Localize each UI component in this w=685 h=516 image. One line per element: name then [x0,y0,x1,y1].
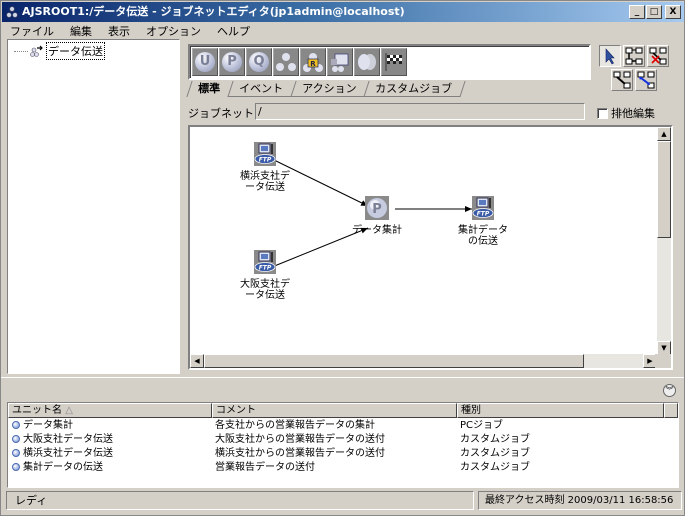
jobnet-editor-pane: U P Q R 標準 [183,39,678,375]
minimize-button[interactable]: _ [629,5,645,19]
or-job-icon[interactable] [354,48,380,76]
relation-line-tool-button[interactable] [611,69,633,91]
table-row[interactable]: 大阪支社データ伝送 大阪支社からの営業報告データの送付 カスタムジョブ [8,433,678,447]
pc-job-icon[interactable]: P [219,48,245,76]
status-bar: レディ 最終アクセス時刻 2009/03/11 16:58:56 [4,491,684,510]
connect-tool-button[interactable] [623,45,645,67]
scroll-up-button[interactable]: ▲ [657,127,671,141]
disconnect-icon [649,47,667,65]
tab-standard[interactable]: 標準 [186,81,233,97]
menu-options[interactable]: オプション [146,25,201,38]
ftp-job-icon: FTP [254,250,276,274]
table-row[interactable]: 集計データの伝送 営業報告データの送付 カスタムジョブ [8,461,678,475]
tree-item-label: データ伝送 [46,42,105,60]
jobnet-tree[interactable]: データ伝送 [7,39,180,374]
svg-text:R: R [310,60,316,68]
column-header-comment[interactable]: コメント [212,403,457,418]
splitter-bar[interactable]: ︾ [1,377,684,401]
exclusive-edit-checkbox[interactable]: 排他編集 [597,105,655,121]
connect-icon [625,47,643,65]
unit-bullet-icon [12,435,20,443]
bidirectional-connect-tool-button[interactable] [635,69,657,91]
unit-bullet-icon [12,463,20,471]
menu-bar: ファイル 編集 表示 オプション ヘルプ [2,22,684,40]
job-node-aggregate[interactable]: P データ集計 [352,195,402,236]
jobnet-icon [30,45,43,57]
palette-tabs: 標準 イベント アクション カスタムジョブ [186,81,467,97]
unit-palette: U P Q R [188,44,591,80]
judgment-job-icon[interactable] [327,48,353,76]
tab-action[interactable]: アクション [290,81,370,97]
jobnet-path-field: / [255,103,585,120]
title-bar[interactable]: AJSROOT1:/データ伝送 - ジョブネットエディタ(jp1admin@lo… [2,2,684,22]
ftp-job-icon: FTP [254,142,276,166]
node-label: 横浜支社デ ータ伝送 [240,171,290,193]
sort-asc-icon: △ [65,405,73,416]
jobnet-canvas[interactable]: FTP 横浜支社デ ータ伝送 P データ集計 FTP 大阪支社デ ータ伝送 FT… [188,125,673,370]
checkbox[interactable] [597,107,608,119]
qs-job-icon[interactable]: Q [246,48,272,76]
jobnet-palette-icon[interactable] [273,48,299,76]
ftp-job-icon: FTP [472,196,494,220]
dependency-edges [271,158,472,268]
collapse-chevron-icon[interactable]: ︾ [663,384,676,397]
scroll-down-button[interactable]: ▼ [657,341,671,355]
column-header-unit-name[interactable]: ユニット名 △ [8,403,212,418]
job-node-osaka[interactable]: FTP 大阪支社デ ータ伝送 [240,249,290,301]
app-icon [6,6,18,18]
pc-job-icon: P [365,196,389,220]
window-title: AJSROOT1:/データ伝送 - ジョブネットエディタ(jp1admin@lo… [22,5,405,18]
edge-yokohama-to-aggregate [271,158,369,207]
edge-osaka-to-aggregate [271,227,369,268]
table-row[interactable]: 横浜支社データ伝送 横浜支社からの営業報告データの送付 カスタムジョブ [8,447,678,461]
tab-custom-job[interactable]: カスタムジョブ [363,81,467,97]
svg-text:FTP: FTP [477,211,490,218]
menu-help[interactable]: ヘルプ [217,25,250,38]
column-header-filler [664,403,678,418]
maximize-button[interactable]: □ [646,5,662,19]
unit-bullet-icon [12,449,20,457]
svg-text:P: P [372,202,382,217]
menu-view[interactable]: 表示 [108,25,130,38]
scroll-left-button[interactable]: ◀ [190,354,204,368]
select-tool-button[interactable] [599,45,621,67]
table-row[interactable]: データ集計 各支社からの営業報告データの集計 PCジョブ [8,419,678,433]
horizontal-scrollbar[interactable]: ◀ ▶ [190,354,657,368]
close-button[interactable]: X [665,5,681,19]
tree-item-root[interactable]: データ伝送 [14,42,105,60]
exclusive-edit-label: 排他編集 [611,107,655,120]
menu-file[interactable]: ファイル [10,25,54,38]
node-label: データ集計 [352,225,402,236]
svg-text:FTP: FTP [259,157,272,164]
vertical-scroll-thumb[interactable] [657,141,671,238]
column-header-type[interactable]: 種別 [457,403,664,418]
last-access-time: 最終アクセス時刻 2009/03/11 16:58:56 [478,491,682,510]
svg-text:FTP: FTP [259,265,272,272]
jobnet-label: ジョブネット: [188,107,258,120]
unit-bullet-icon [12,421,20,429]
scroll-corner [655,354,671,368]
unix-job-icon[interactable]: U [192,48,218,76]
tab-event[interactable]: イベント [227,81,296,97]
tree-connector [14,50,28,52]
disconnect-tool-button[interactable] [647,45,669,67]
job-node-send[interactable]: FTP 集計データ の伝送 [458,195,508,247]
relation-line-icon [613,71,631,89]
node-label: 大阪支社デ ータ伝送 [240,279,290,301]
horizontal-scroll-thumb[interactable] [204,354,584,368]
edit-tools [599,45,669,95]
bidirectional-connect-icon [637,71,655,89]
vertical-scrollbar[interactable]: ▲ ▼ [657,127,671,355]
arrow-cursor-icon [605,48,615,65]
checkered-flag-icon[interactable] [381,48,407,76]
menu-edit[interactable]: 編集 [70,25,92,38]
status-text: レディ [6,491,474,510]
node-label: 集計データ の伝送 [458,225,508,247]
remote-jobnet-icon[interactable]: R [300,48,326,76]
job-node-yokohama[interactable]: FTP 横浜支社デ ータ伝送 [240,141,290,193]
unit-list[interactable]: ユニット名 △ コメント 種別 データ集計 各支社からの営業報告データの集計 P… [7,402,679,488]
